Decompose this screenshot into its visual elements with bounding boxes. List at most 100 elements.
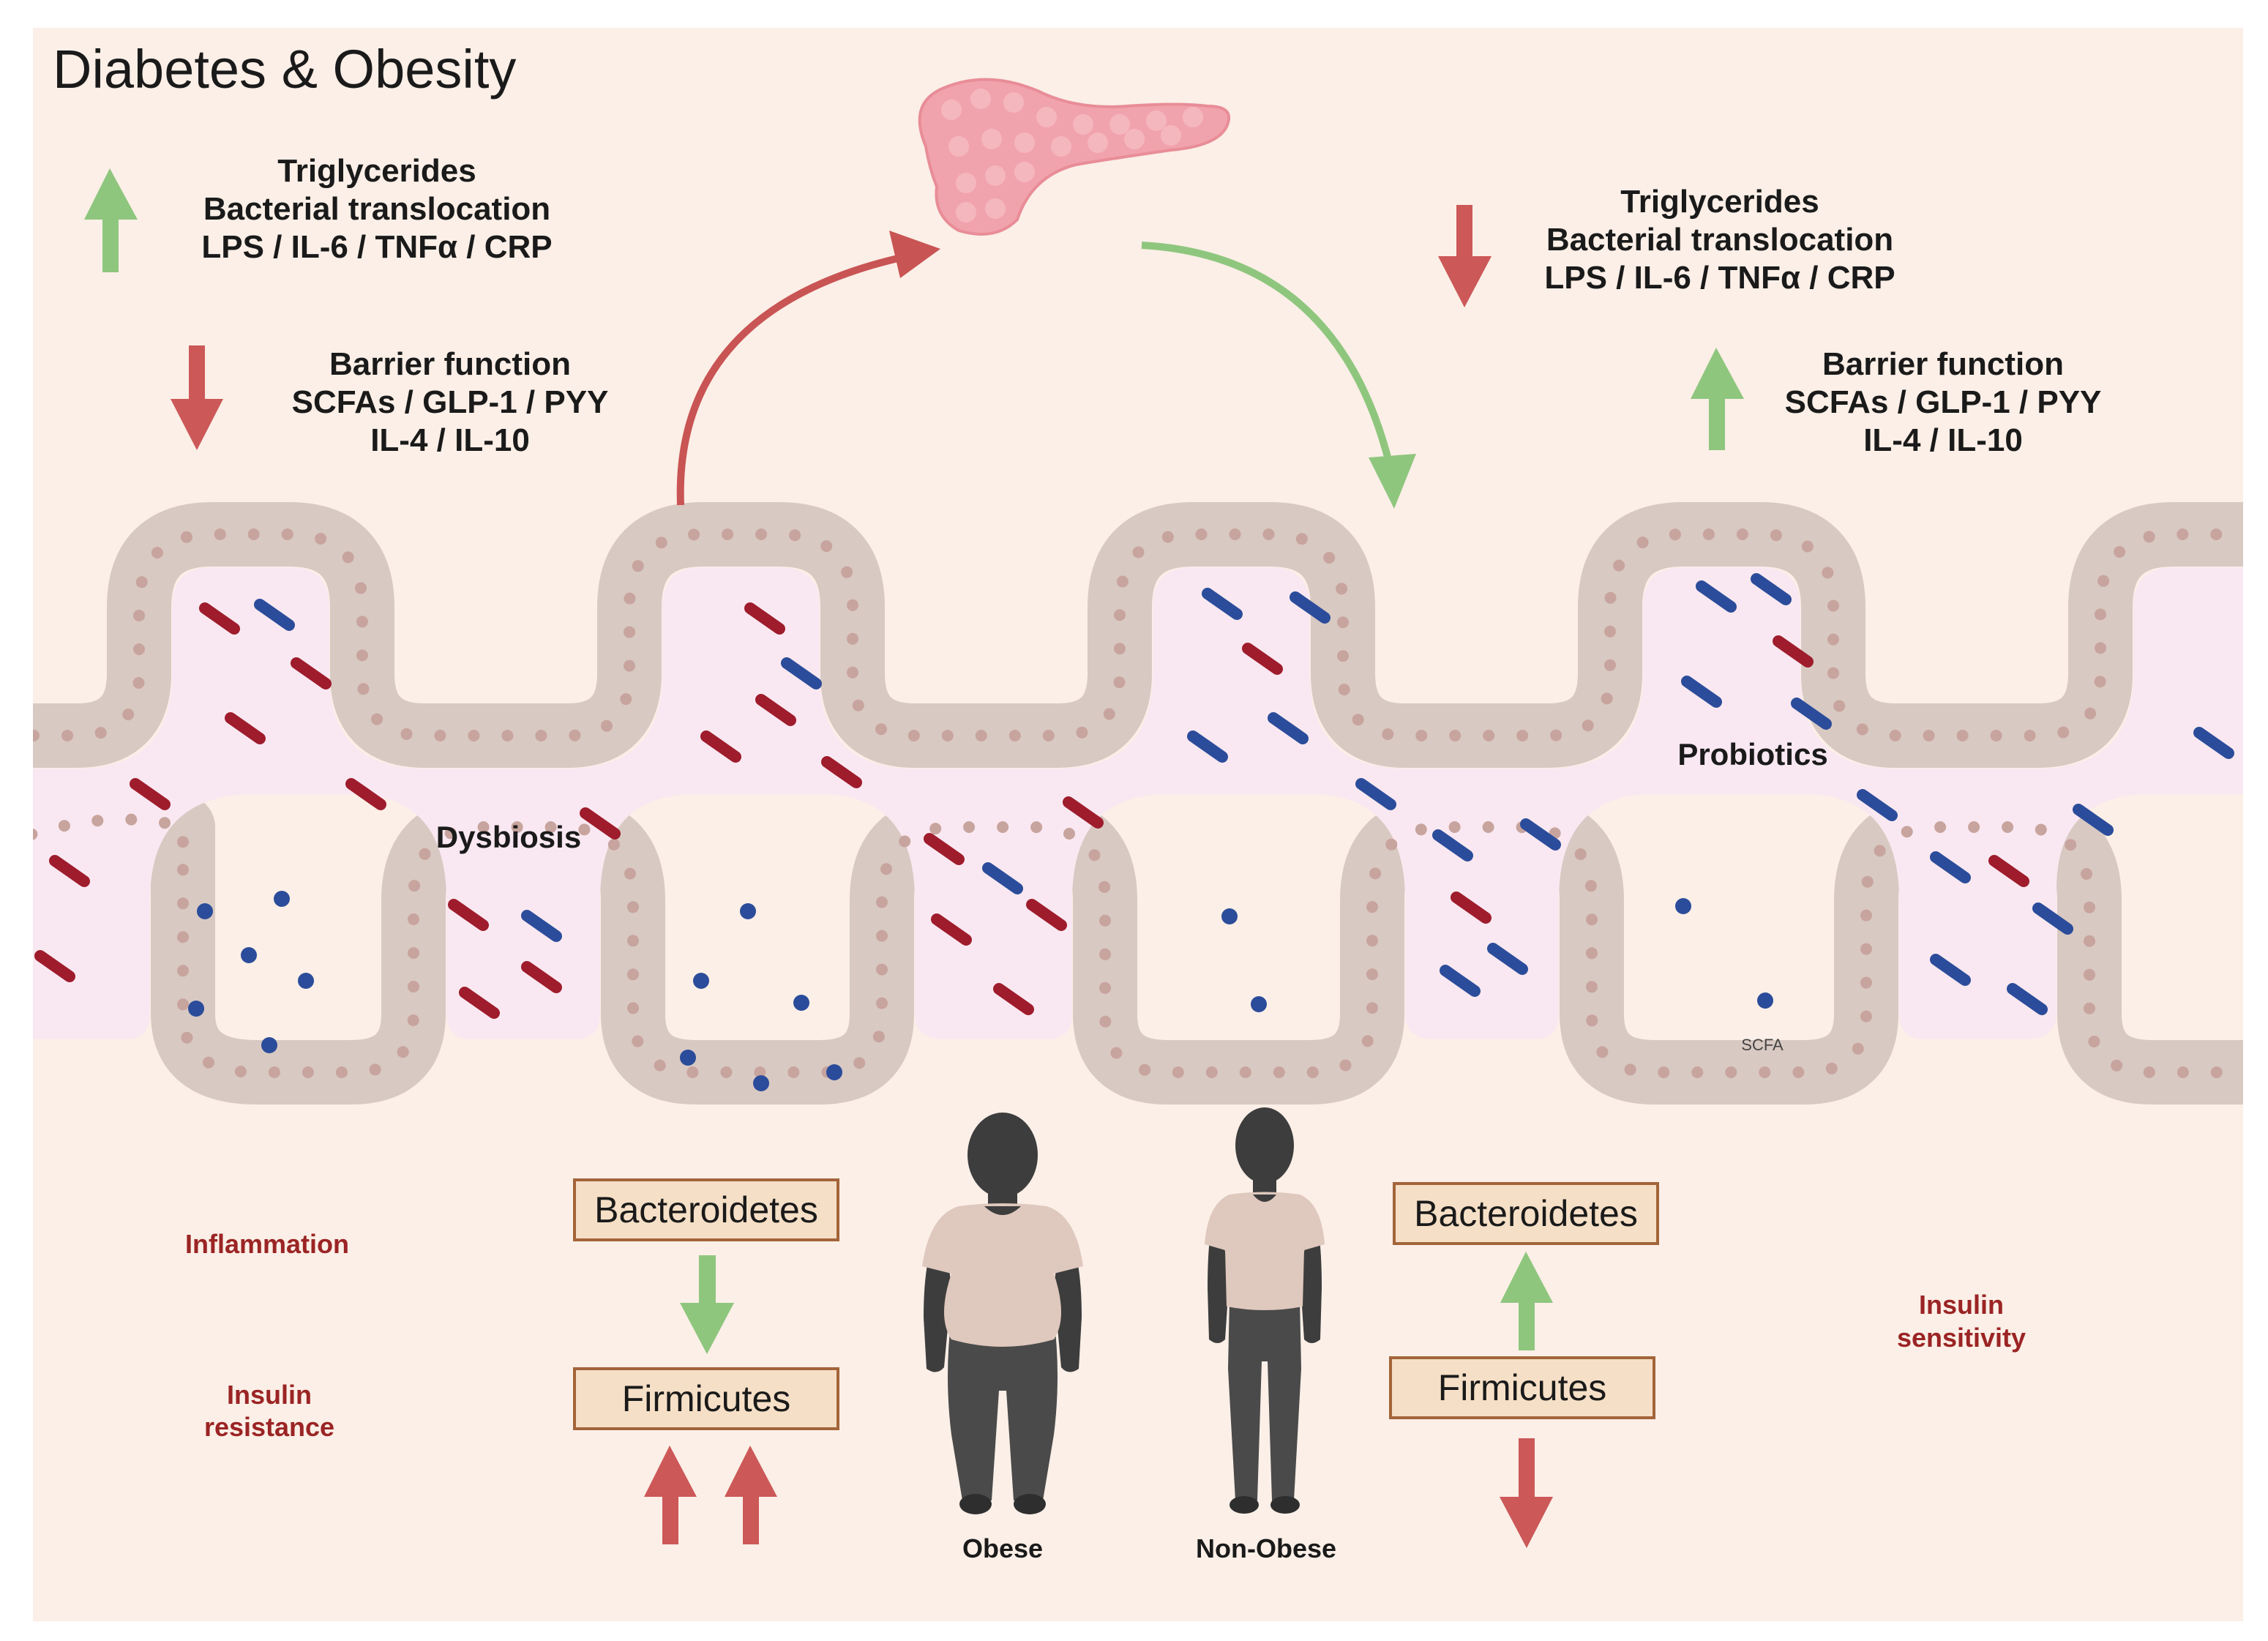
cell-nucleus [33, 828, 38, 840]
pancreas-lobule [1003, 92, 1024, 113]
scfa-dot [680, 1050, 696, 1066]
scfa-dot [1757, 993, 1773, 1009]
cell-nucleus [1295, 533, 1308, 545]
cell-nucleus [876, 896, 888, 908]
cell-nucleus [1691, 1066, 1704, 1078]
pathogenic-bacterium [130, 778, 171, 810]
up-arrow-icon-firmicutes-left-1 [644, 1446, 697, 1544]
right-down-line-3: LPS / IL-6 / TNFα / CRP [1544, 260, 1895, 296]
cell-nucleus [722, 528, 734, 540]
cell-nucleus [1076, 726, 1088, 739]
right-decreased-factors: Triglycerides Bacterial translocation LP… [1544, 184, 1895, 296]
pancreas-lobule [1146, 111, 1167, 131]
pathogenic-bacterium [1773, 635, 1814, 668]
beneficial-bacterium [1268, 712, 1309, 744]
cell-nucleus [720, 1066, 733, 1078]
scfa-dot [753, 1075, 769, 1091]
cell-nucleus [1205, 1066, 1218, 1078]
cell-nucleus [1604, 659, 1616, 671]
up-arrow-icon-left [84, 168, 138, 272]
cell-nucleus [1042, 730, 1055, 741]
cell-nucleus [789, 529, 801, 542]
cell-nucleus [876, 997, 888, 1009]
cell-nucleus [234, 1066, 247, 1077]
cell-nucleus [2094, 676, 2106, 688]
left-firmicutes-text: Firmicutes [622, 1378, 791, 1419]
cell-nucleus [315, 533, 327, 545]
cell-nucleus [181, 1031, 193, 1044]
cell-nucleus [1306, 1066, 1319, 1078]
right-up-line-3: IL-4 / IL-10 [1863, 422, 2023, 458]
cell-nucleus [1860, 909, 1872, 922]
pathogenic-bacterium [1242, 643, 1283, 675]
pathogenic-bacterium [34, 950, 75, 982]
cell-nucleus [1613, 559, 1625, 572]
cell-nucleus [1601, 692, 1613, 705]
beneficial-bacterium [781, 657, 822, 689]
cell-nucleus [356, 649, 368, 662]
cell-nucleus [1792, 1066, 1805, 1078]
cell-nucleus [1860, 1010, 1872, 1023]
cell-nucleus [1586, 947, 1598, 960]
cell-nucleus [1725, 1066, 1737, 1078]
pathogenic-bacterium [580, 807, 621, 840]
cell-nucleus [1172, 1066, 1184, 1078]
cell-nucleus [408, 981, 419, 993]
pathogenic-bacterium [345, 778, 386, 810]
cell-nucleus [1856, 723, 1868, 736]
cell-nucleus [122, 709, 135, 721]
cell-nucleus [929, 823, 942, 835]
cell-nucleus [2024, 730, 2036, 741]
cell-nucleus [852, 699, 864, 711]
cell-nucleus [754, 1066, 766, 1078]
cell-nucleus [624, 659, 635, 672]
cell-nucleus [91, 815, 104, 827]
cell-nucleus [2114, 546, 2126, 558]
cell-nucleus [2084, 707, 2097, 719]
pancreas-lobule [1161, 125, 1181, 146]
cell-nucleus [1968, 821, 1980, 833]
cell-nucleus [1415, 823, 1427, 836]
cell-nucleus [1550, 729, 1562, 741]
pathogenic-bacterium [521, 961, 562, 993]
cell-nucleus [2095, 642, 2106, 654]
right-firmicutes-box: Firmicutes [1389, 1356, 1655, 1419]
cell-nucleus [544, 821, 557, 833]
cell-nucleus [1110, 1047, 1123, 1059]
left-down-line-2: SCFAs / GLP-1 / PYY [292, 384, 609, 420]
cell-nucleus [601, 719, 613, 732]
obese-label: Obese [962, 1533, 1043, 1563]
cell-nucleus [686, 1066, 699, 1078]
cell-nucleus [1008, 730, 1021, 741]
cell-nucleus [356, 616, 368, 628]
cell-nucleus [875, 723, 887, 736]
cell-nucleus [997, 821, 1009, 833]
cell-nucleus [847, 599, 858, 611]
cell-nucleus [247, 528, 260, 540]
cell-nucleus [1099, 881, 1111, 893]
left-bacteroidetes-text: Bacteroidetes [594, 1189, 818, 1230]
cell-nucleus [133, 643, 145, 655]
cell-nucleus [1582, 719, 1594, 732]
pancreas-lobule [1183, 107, 1203, 127]
right-up-line-1: Barrier function [1822, 346, 2064, 382]
cell-nucleus [2002, 821, 2014, 833]
cell-nucleus [268, 1066, 280, 1078]
beneficial-bacterium [2032, 902, 2073, 935]
cell-nucleus [177, 965, 189, 977]
cell-nucleus [501, 730, 514, 741]
cell-nucleus [151, 547, 163, 559]
cell-nucleus [820, 540, 833, 553]
pathogenic-bacterium [1988, 855, 2029, 887]
cell-nucleus [1262, 528, 1275, 540]
cell-nucleus [2210, 528, 2223, 540]
pancreas-lobule [985, 165, 1006, 186]
diagram-title: Diabetes & Obesity [53, 39, 516, 100]
cell-nucleus [1860, 943, 1872, 955]
pancreas-lobule [970, 89, 991, 109]
non-obese-person-icon [1205, 1107, 1325, 1514]
cell-nucleus [1901, 826, 1913, 838]
cell-nucleus [1099, 948, 1111, 960]
cell-nucleus [1658, 1066, 1670, 1078]
